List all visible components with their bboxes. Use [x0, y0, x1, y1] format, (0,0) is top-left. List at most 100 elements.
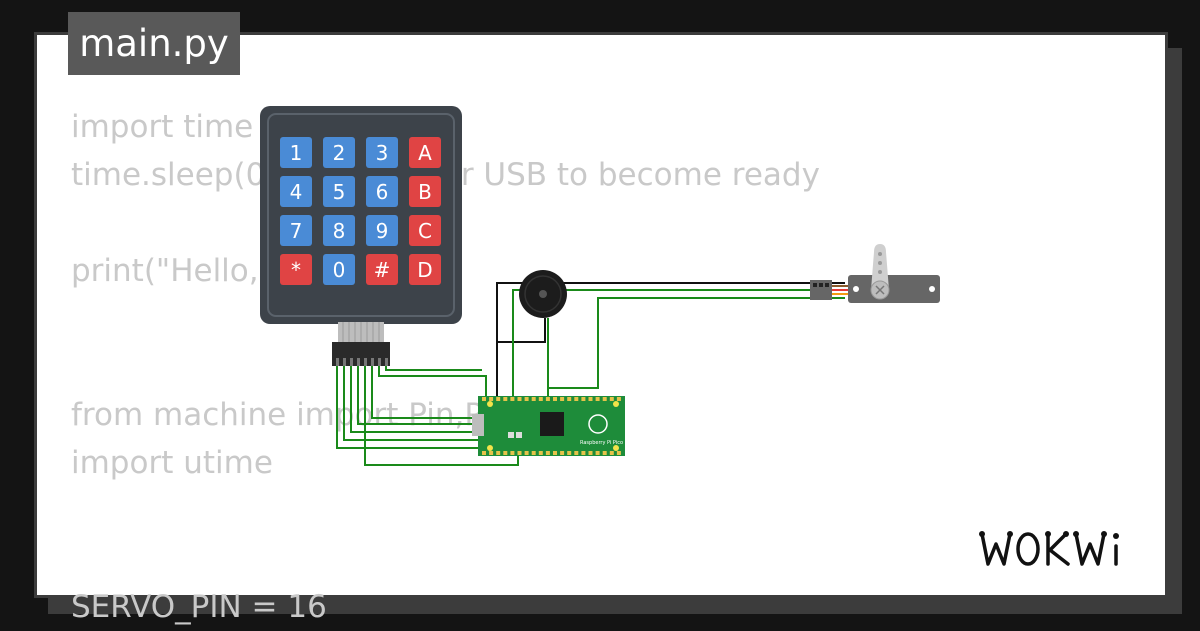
wire-keypad-6 — [371, 366, 482, 419]
keypad-key-face — [366, 137, 398, 168]
keypad-key[interactable]: # — [366, 254, 398, 285]
pico-pin[interactable] — [602, 451, 607, 455]
keypad-key-label: 8 — [333, 219, 346, 243]
keypad-key-label: 3 — [376, 141, 389, 165]
pico-pin[interactable] — [581, 397, 586, 401]
pico-pin[interactable] — [567, 451, 572, 455]
pico-pin[interactable] — [503, 397, 508, 401]
keypad-key-face — [409, 215, 441, 246]
keypad-key-face — [366, 254, 398, 285]
keypad-key[interactable]: 9 — [366, 215, 398, 246]
keypad-key-face — [409, 137, 441, 168]
pico-pin[interactable] — [545, 451, 550, 455]
pico-pin[interactable] — [602, 397, 607, 401]
pico-pin[interactable] — [588, 397, 593, 401]
keypad-key-label: A — [418, 141, 432, 165]
keypad-key[interactable]: 3 — [366, 137, 398, 168]
keypad-key[interactable]: 2 — [323, 137, 355, 168]
keypad-key[interactable]: 1 — [280, 137, 312, 168]
code-line: import time — [71, 109, 254, 145]
pico-pin[interactable] — [482, 451, 486, 455]
keypad-key[interactable]: 0 — [323, 254, 355, 285]
keypad-key-face — [323, 254, 355, 285]
pico-pin[interactable] — [616, 451, 621, 455]
keypad-key[interactable]: 6 — [366, 176, 398, 207]
pico-pin[interactable] — [489, 451, 494, 455]
pico-pin[interactable] — [496, 397, 501, 401]
keypad-key[interactable]: 5 — [323, 176, 355, 207]
keypad-key-face — [280, 176, 312, 207]
pico-pin[interactable] — [553, 451, 557, 455]
keypad-key-face — [280, 254, 312, 285]
keypad-key-face — [323, 176, 355, 207]
pico-pin[interactable] — [595, 451, 600, 455]
pico-pin[interactable] — [595, 397, 600, 401]
servo[interactable] — [810, 244, 940, 303]
keypad-key[interactable]: 8 — [323, 215, 355, 246]
keypad-key[interactable]: D — [409, 254, 441, 285]
pico-pin[interactable] — [609, 451, 614, 455]
pico-pin[interactable] — [609, 397, 614, 401]
keypad-key[interactable]: B — [409, 176, 441, 207]
pico-pin[interactable] — [482, 397, 486, 401]
keypad-key[interactable]: A — [409, 137, 441, 168]
pico-pin[interactable] — [496, 451, 501, 455]
pico-pin[interactable] — [510, 451, 515, 455]
keypad-key-label: B — [418, 180, 432, 204]
wire-servo-gnd — [496, 282, 845, 342]
file-tab[interactable]: main.py — [68, 12, 240, 75]
pico-pin[interactable] — [567, 397, 572, 401]
keypad-key-face — [409, 176, 441, 207]
keypad-key-face — [366, 215, 398, 246]
pico-pin[interactable] — [616, 397, 621, 401]
buzzer-ring — [524, 275, 562, 313]
keypad-key[interactable]: * — [280, 254, 312, 285]
pico-pin[interactable] — [524, 397, 529, 401]
keypad-key-label: 6 — [376, 180, 389, 204]
keypad-key[interactable]: C — [409, 215, 441, 246]
keypad-key-label: 7 — [290, 219, 303, 243]
keypad-key-face — [280, 137, 312, 168]
keypad-key-label: 0 — [333, 258, 346, 282]
keypad-key-face — [280, 215, 312, 246]
keypad-key[interactable]: 7 — [280, 215, 312, 246]
keypad-key-label: # — [374, 258, 391, 282]
pico-pin[interactable] — [517, 397, 522, 401]
pico-chip — [540, 412, 564, 436]
wire-keypad-8 — [385, 366, 482, 371]
pico-pin[interactable] — [553, 397, 557, 401]
keypad-ribbon-lines — [342, 322, 380, 342]
pico-pin[interactable] — [545, 397, 550, 401]
keypad-key-label: 5 — [333, 180, 346, 204]
pico-pin[interactable] — [588, 451, 593, 455]
wire-servo-signal — [547, 297, 845, 390]
wires — [336, 282, 845, 466]
pico-pin[interactable] — [517, 451, 522, 455]
pico-pin[interactable] — [574, 451, 579, 455]
keypad-key-face — [323, 137, 355, 168]
pico-pin[interactable] — [538, 397, 543, 401]
pico-pin[interactable] — [489, 397, 494, 401]
wire-buzzer-gnd — [496, 318, 546, 398]
pico-pin[interactable] — [531, 451, 536, 455]
pico-pin[interactable] — [510, 397, 515, 401]
pico-pin[interactable] — [574, 397, 579, 401]
pico-pin[interactable] — [560, 451, 565, 455]
pico-pin[interactable] — [538, 451, 543, 455]
pico-pin[interactable] — [560, 397, 565, 401]
buzzer[interactable] — [519, 270, 567, 318]
buzzer-hole — [539, 290, 547, 298]
keypad-key[interactable]: 4 — [280, 176, 312, 207]
pico-pin[interactable] — [524, 451, 529, 455]
pico-pin[interactable] — [531, 397, 536, 401]
wokwi-logo — [979, 531, 1119, 566]
keypad-key-label: D — [417, 258, 432, 282]
servo-body — [848, 275, 940, 303]
code-line: SERVO_PIN = 16 — [71, 589, 327, 625]
pico-pin[interactable] — [503, 451, 508, 455]
code-line: import utime — [71, 445, 273, 481]
pico-pin[interactable] — [581, 451, 586, 455]
raspberry-pi-pico[interactable]: Raspberry Pi Pico © 2020 — [472, 396, 644, 456]
